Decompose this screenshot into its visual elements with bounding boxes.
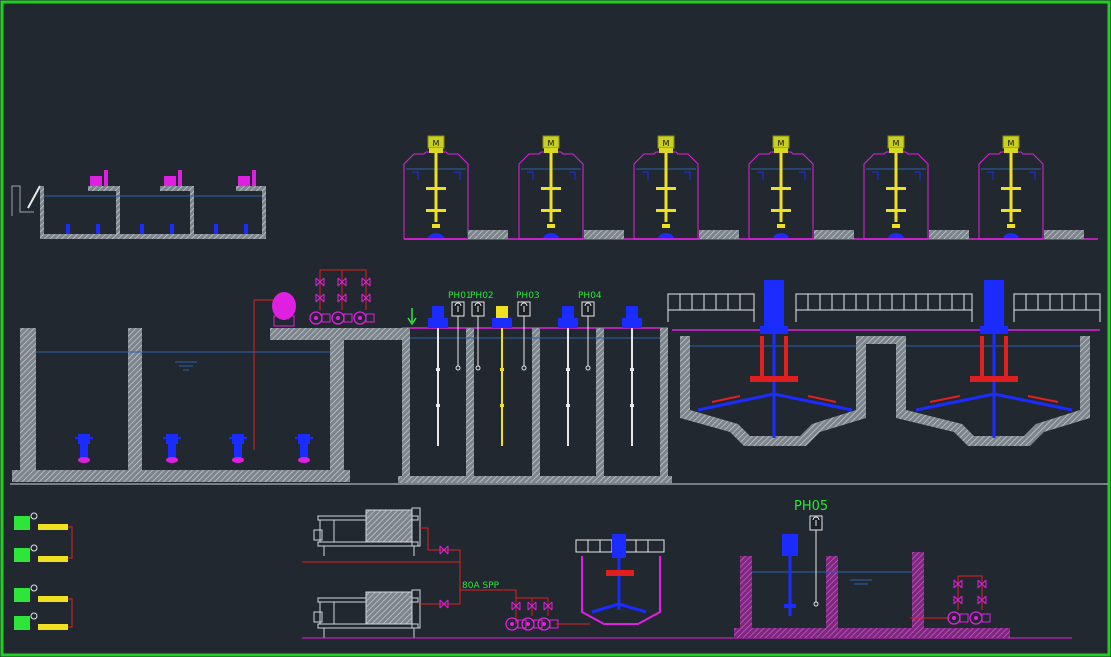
filter-press-area: 80A SPP [302, 507, 1072, 639]
ph-meter-icon [517, 301, 531, 317]
filter-press-icon [313, 589, 421, 639]
filter-press-icon [313, 507, 421, 557]
mixer-tank-row [402, 134, 1098, 241]
ph02-label: PH02 [470, 291, 494, 301]
equalization-tank [12, 269, 402, 482]
final-ph-tank: PH05 [734, 499, 1010, 638]
mixer-motor-icon [402, 134, 470, 241]
ph03-label: PH03 [516, 291, 540, 301]
sludge-thickener [575, 534, 665, 625]
ph-reaction-tanks: PH01 PH02 PH03 PH04 [398, 291, 672, 483]
mixer-motor-icon [517, 134, 585, 241]
flow-arrow-icon [407, 308, 417, 326]
mixer-motor-icon [862, 134, 930, 241]
mixer-motor-icon [747, 134, 815, 241]
dosing-pump-stack [14, 512, 73, 630]
centrifugal-pump-icon [353, 311, 375, 325]
mixer-motor-icon [977, 134, 1045, 241]
dosing-tanks-small [11, 170, 266, 239]
centrifugal-pump-icon [74, 433, 94, 464]
ph01-label: PH01 [448, 291, 472, 301]
pump-label: 80A SPP [462, 581, 500, 591]
ph05-label: PH05 [794, 499, 828, 514]
ph-meter-icon [471, 301, 485, 317]
centrifugal-pump-icon [947, 611, 969, 625]
ph-meter-icon [451, 301, 465, 317]
centrifugal-pump-icon [331, 311, 353, 325]
centrifugal-pump-icon [969, 611, 991, 625]
ph-meter-icon [809, 515, 823, 531]
centrifugal-pump-icon [309, 311, 331, 325]
ph04-label: PH04 [578, 291, 602, 301]
centrifugal-pump-icon [162, 433, 182, 464]
centrifugal-pump-icon [294, 433, 314, 464]
ph-meter-icon [581, 301, 595, 317]
centrifugal-pump-icon [228, 433, 248, 464]
clarifiers [667, 280, 1101, 446]
mixer-motor-icon [632, 134, 700, 241]
